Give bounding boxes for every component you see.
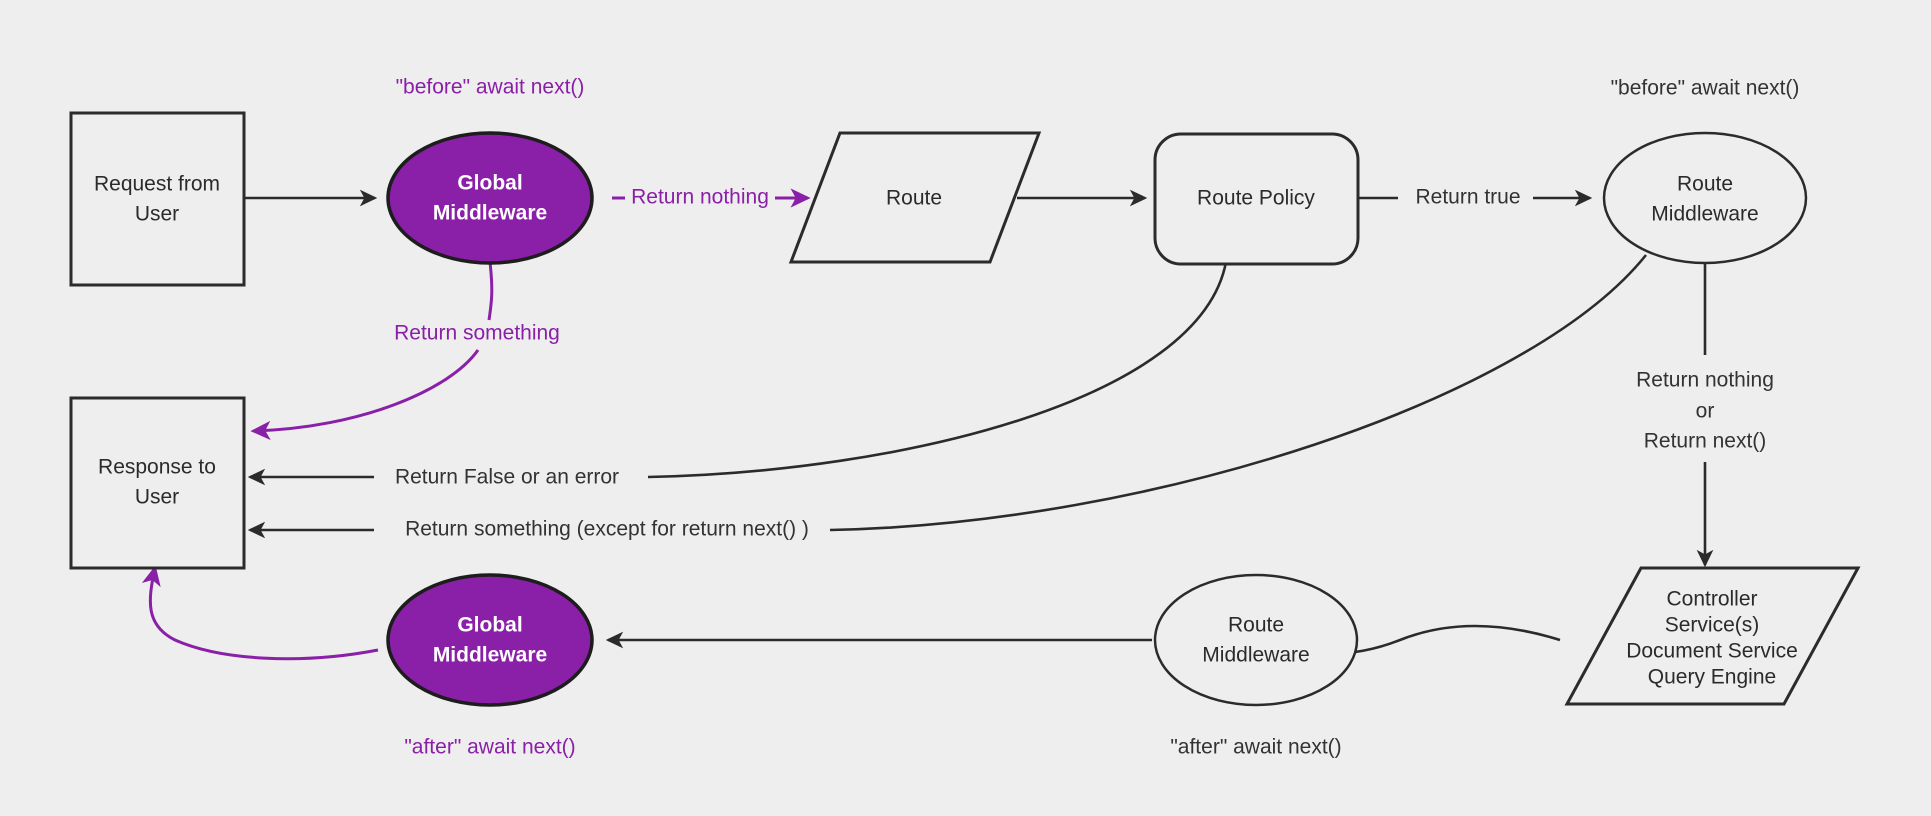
edge-label-return-nothing-line1: Return nothing bbox=[1636, 369, 1774, 392]
edge-label-return-nothing: Return nothing bbox=[631, 186, 769, 209]
edge-global-to-response-upper bbox=[487, 261, 494, 321]
edge-policy-to-response-curve bbox=[647, 261, 1228, 479]
controller-label-line1: Controller bbox=[1666, 588, 1757, 611]
node-response-to-user[interactable]: Response to User bbox=[69, 396, 246, 570]
route-middleware-top-label-line1: Route bbox=[1677, 173, 1733, 196]
route-policy-label: Route Policy bbox=[1197, 187, 1315, 210]
edge-global-middleware-bottom-to-response bbox=[141, 565, 379, 661]
node-route-middleware-top[interactable]: Route Middleware bbox=[1602, 131, 1808, 265]
controller-parallelogram bbox=[1564, 566, 1861, 706]
global-middleware-bottom-label-line1: Global bbox=[457, 614, 522, 637]
node-route-policy[interactable]: Route Policy bbox=[1153, 132, 1360, 266]
global-middleware-bottom-ellipse bbox=[386, 573, 594, 707]
controller-label-line3: Document Service bbox=[1626, 640, 1798, 663]
annotation-after-await-next-global: "after" await next() bbox=[404, 736, 575, 759]
controller-label-line2: Service(s) bbox=[1665, 614, 1760, 637]
annotation-after-await-next-route: "after" await next() bbox=[1170, 736, 1341, 759]
edge-global-middleware-to-response bbox=[250, 349, 480, 441]
edge-label-return-true: Return true bbox=[1415, 186, 1520, 209]
edge-label-return-something: Return something bbox=[394, 322, 560, 345]
route-middleware-bottom-label-line2: Middleware bbox=[1202, 644, 1309, 667]
node-global-middleware-top[interactable]: Global Middleware bbox=[386, 131, 594, 265]
edge-label-return-something-except: Return something (except for return next… bbox=[405, 518, 809, 541]
response-to-user-box bbox=[69, 396, 246, 570]
request-from-user-label-line2: User bbox=[135, 203, 179, 226]
global-middleware-top-ellipse bbox=[386, 131, 594, 265]
route-label: Route bbox=[886, 187, 942, 210]
response-to-user-label-line2: User bbox=[135, 486, 179, 509]
node-global-middleware-bottom[interactable]: Global Middleware bbox=[386, 573, 594, 707]
route-middleware-top-ellipse bbox=[1602, 131, 1808, 265]
edge-label-return-false-or-error: Return False or an error bbox=[395, 466, 619, 489]
node-route-middleware-bottom[interactable]: Route Middleware bbox=[1153, 573, 1359, 707]
route-policy-box bbox=[1153, 132, 1360, 266]
route-middleware-top-label-line2: Middleware bbox=[1651, 203, 1758, 226]
route-middleware-bottom-ellipse bbox=[1153, 573, 1359, 707]
node-request-from-user[interactable]: Request from User bbox=[69, 111, 246, 287]
edge-routemw-to-response-curve bbox=[829, 254, 1648, 532]
annotation-before-await-next-route: "before" await next() bbox=[1611, 77, 1800, 100]
request-from-user-label-line1: Request from bbox=[94, 173, 220, 196]
edge-label-or-line2: or bbox=[1696, 400, 1715, 423]
node-controller-services[interactable]: Controller Service(s) Document Service Q… bbox=[1564, 566, 1861, 706]
global-middleware-top-label-line1: Global bbox=[457, 172, 522, 195]
edge-label-return-next-line3: Return next() bbox=[1644, 430, 1767, 453]
global-middleware-top-label-line2: Middleware bbox=[433, 202, 547, 225]
request-from-user-box bbox=[69, 111, 246, 287]
annotation-before-await-next-global: "before" await next() bbox=[396, 76, 585, 99]
response-to-user-label-line1: Response to bbox=[98, 456, 216, 479]
node-route[interactable]: Route bbox=[788, 131, 1042, 264]
route-middleware-bottom-label-line1: Route bbox=[1228, 614, 1284, 637]
global-middleware-bottom-label-line2: Middleware bbox=[433, 644, 547, 667]
route-parallelogram bbox=[788, 131, 1042, 264]
controller-label-line4: Query Engine bbox=[1648, 666, 1776, 689]
